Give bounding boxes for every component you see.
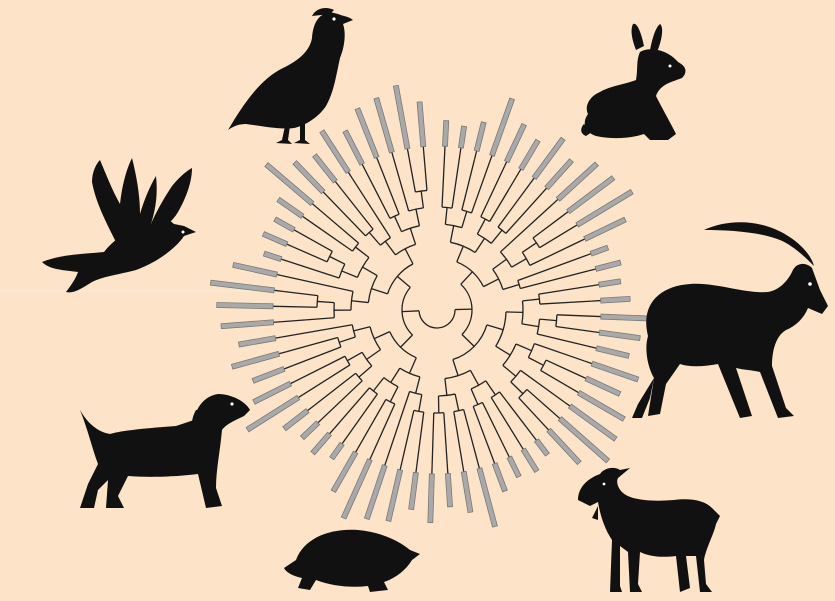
- tip-connector: [594, 285, 599, 286]
- tip-connector: [416, 467, 417, 473]
- tip-bar: [443, 121, 449, 147]
- tip-bar: [428, 474, 435, 523]
- tip-connector: [592, 301, 601, 302]
- tip-connector: [273, 322, 281, 323]
- tip-connector: [595, 332, 600, 333]
- tip-connector: [460, 148, 461, 153]
- tree-branch: [402, 311, 419, 312]
- tip-connector: [463, 467, 464, 472]
- tip-bar: [217, 303, 273, 309]
- tip-connector: [447, 464, 448, 474]
- tree-branch: [280, 306, 317, 307]
